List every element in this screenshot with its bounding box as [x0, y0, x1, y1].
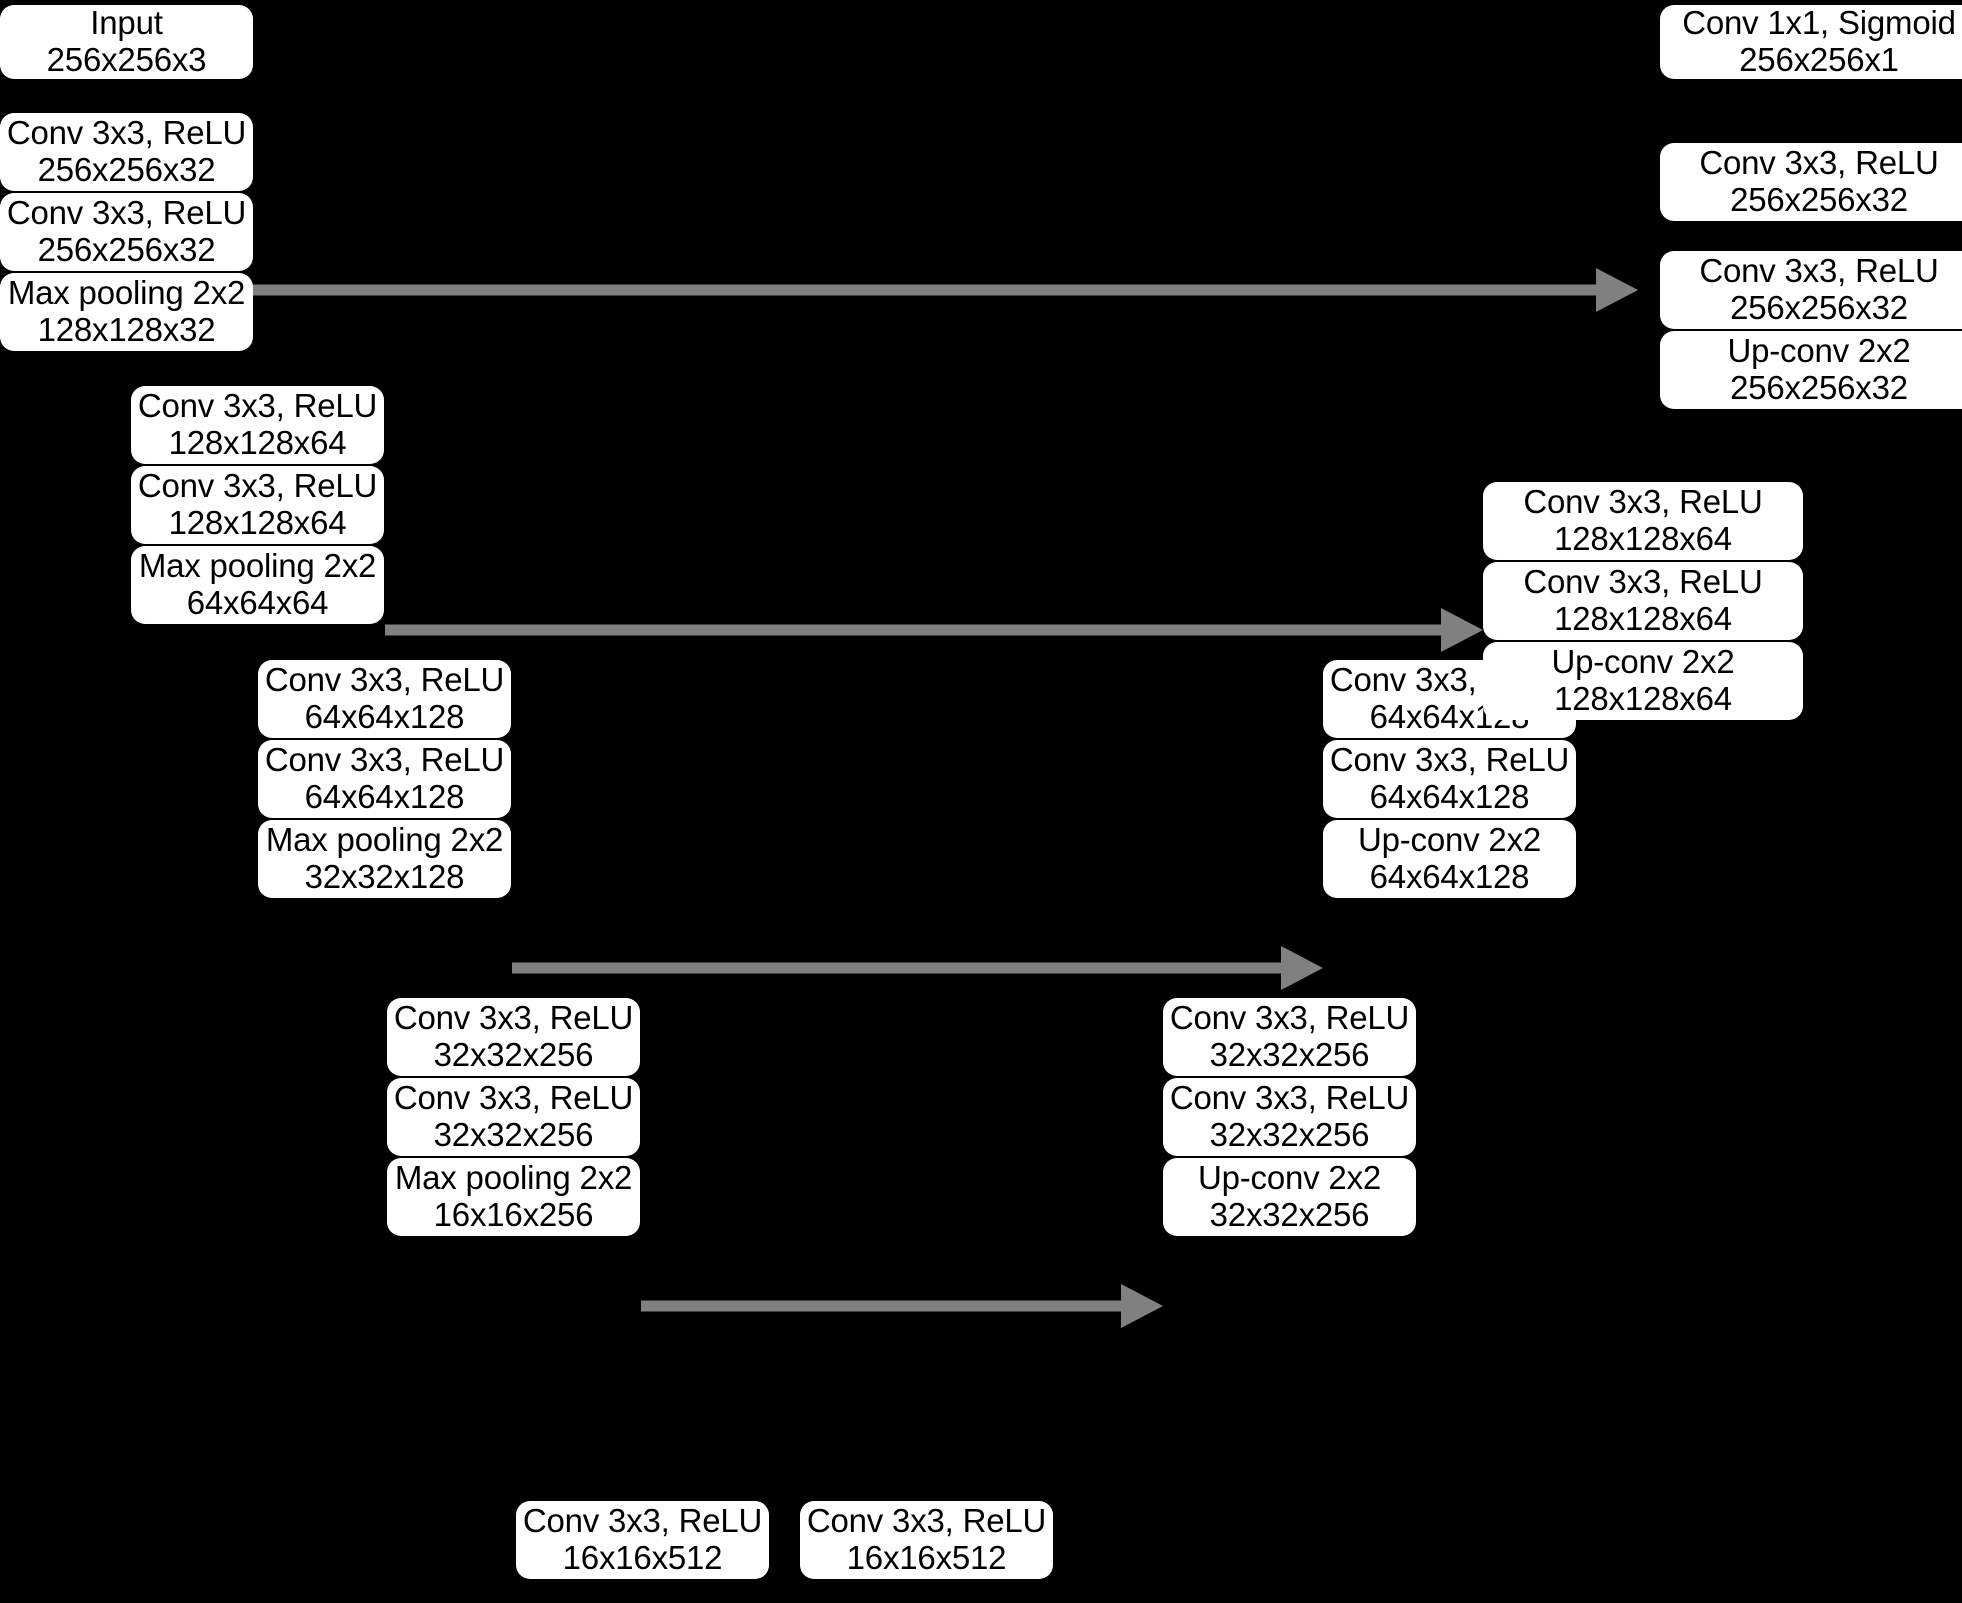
arrow-head [1596, 268, 1638, 312]
node-enc3-conv1[interactable]: Conv 3x3, ReLU 64x64x128 [258, 660, 511, 738]
node-shape-label: 64x64x128 [1369, 858, 1530, 895]
node-op-label: Conv 3x3, ReLU [1169, 1079, 1410, 1117]
node-shape-label: 32x32x128 [304, 858, 465, 895]
node-enc2-conv1[interactable]: Conv 3x3, ReLU 128x128x64 [131, 386, 384, 464]
arrow-head [1281, 946, 1323, 990]
node-shape-label: 64x64x64 [186, 584, 329, 621]
node-op-label: Up-conv 2x2 [1551, 643, 1735, 681]
node-enc3-conv2[interactable]: Conv 3x3, ReLU 64x64x128 [258, 740, 511, 818]
node-shape-label: 128x128x64 [1554, 600, 1732, 637]
node-dec2-conv2[interactable]: Conv 3x3, ReLU 128x128x64 [1483, 562, 1803, 640]
arrow-head [1441, 608, 1483, 652]
node-shape-label: 128x128x64 [168, 424, 347, 461]
arrow-shaft [641, 1300, 1123, 1312]
node-enc2-maxpool[interactable]: Max pooling 2x2 64x64x64 [131, 546, 384, 624]
node-op-label: Max pooling 2x2 [265, 821, 504, 859]
node-enc3-maxpool[interactable]: Max pooling 2x2 32x32x128 [258, 820, 511, 898]
node-dec1-conv2[interactable]: Conv 3x3, ReLU 256x256x32 [1660, 251, 1962, 329]
node-shape-label: 64x64x128 [1369, 778, 1530, 815]
node-shape-label: 16x16x256 [433, 1196, 594, 1233]
node-op-label: Conv 3x3, ReLU [264, 741, 505, 779]
node-dec4-conv1[interactable]: Conv 3x3, ReLU 32x32x256 [1163, 998, 1416, 1076]
node-op-label: Input [90, 4, 163, 42]
node-op-label: Conv 3x3, ReLU [393, 999, 634, 1037]
node-op-label: Max pooling 2x2 [138, 547, 377, 585]
node-enc1-conv2[interactable]: Conv 3x3, ReLU 256x256x32 [0, 193, 253, 271]
node-shape-label: 256x256x32 [37, 151, 216, 188]
arrow-head [1121, 1284, 1163, 1328]
node-op-label: Conv 3x3, ReLU [1523, 563, 1763, 601]
node-op-label: Conv 3x3, ReLU [264, 661, 505, 699]
arrow-shaft [512, 962, 1283, 974]
node-shape-label: 32x32x256 [1209, 1196, 1370, 1233]
node-op-label: Conv 3x3, ReLU [6, 194, 247, 232]
node-shape-label: 32x32x256 [433, 1036, 594, 1073]
node-dec1-upconv[interactable]: Up-conv 2x2 256x256x32 [1660, 331, 1962, 409]
node-op-label: Conv 3x3, ReLU [1699, 144, 1939, 182]
node-shape-label: 256x256x32 [37, 231, 216, 268]
node-op-label: Conv 3x3, ReLU [1169, 999, 1410, 1037]
node-op-label: Conv 3x3, ReLU [522, 1502, 763, 1540]
node-shape-label: 16x16x512 [562, 1539, 723, 1576]
arrow-shaft [385, 624, 1443, 636]
node-op-label: Conv 3x3, ReLU [393, 1079, 634, 1117]
node-shape-label: 64x64x128 [304, 778, 465, 815]
node-enc2-conv2[interactable]: Conv 3x3, ReLU 128x128x64 [131, 466, 384, 544]
node-op-label: Conv 3x3, ReLU [1329, 741, 1570, 779]
node-op-label: Max pooling 2x2 [394, 1159, 633, 1197]
arrow-shaft [253, 284, 1598, 296]
node-bottleneck-conv1[interactable]: Conv 3x3, ReLU 16x16x512 [516, 1501, 769, 1579]
node-dec1-output-conv[interactable]: Conv 1x1, Sigmoid 256x256x1 [1660, 4, 1962, 79]
node-dec2-upconv[interactable]: Up-conv 2x2 128x128x64 [1483, 642, 1803, 720]
node-op-label: Conv 3x3, ReLU [806, 1502, 1047, 1540]
node-shape-label: 64x64x128 [304, 698, 465, 735]
node-shape-label: 128x128x64 [1554, 680, 1732, 717]
node-shape-label: 256x256x32 [1730, 369, 1908, 406]
node-bottleneck-conv2[interactable]: Conv 3x3, ReLU 16x16x512 [800, 1501, 1053, 1579]
node-shape-label: 256x256x32 [1730, 181, 1908, 218]
node-shape-label: 128x128x64 [168, 504, 347, 541]
node-op-label: Up-conv 2x2 [1357, 821, 1542, 859]
node-dec4-upconv[interactable]: Up-conv 2x2 32x32x256 [1163, 1158, 1416, 1236]
node-shape-label: 16x16x512 [846, 1539, 1007, 1576]
node-dec3-upconv[interactable]: Up-conv 2x2 64x64x128 [1323, 820, 1576, 898]
node-op-label: Conv 3x3, ReLU [1699, 252, 1939, 290]
node-enc4-conv2[interactable]: Conv 3x3, ReLU 32x32x256 [387, 1078, 640, 1156]
node-shape-label: 256x256x32 [1730, 289, 1908, 326]
node-op-label: Conv 3x3, ReLU [6, 114, 247, 152]
node-op-label: Conv 3x3, ReLU [1523, 483, 1763, 521]
node-enc1-conv1[interactable]: Conv 3x3, ReLU 256x256x32 [0, 113, 253, 191]
node-op-label: Conv 3x3, ReLU [137, 387, 378, 425]
node-input[interactable]: Input 256x256x3 [0, 4, 253, 79]
node-shape-label: 32x32x256 [1209, 1036, 1370, 1073]
node-dec2-conv1[interactable]: Conv 3x3, ReLU 128x128x64 [1483, 482, 1803, 560]
node-shape-label: 128x128x32 [37, 311, 216, 348]
node-shape-label: 256x256x1 [1739, 41, 1899, 78]
node-dec4-conv2[interactable]: Conv 3x3, ReLU 32x32x256 [1163, 1078, 1416, 1156]
node-dec1-conv1[interactable]: Conv 3x3, ReLU 256x256x32 [1660, 143, 1962, 221]
node-op-label: Up-conv 2x2 [1197, 1159, 1382, 1197]
node-shape-label: 32x32x256 [1209, 1116, 1370, 1153]
node-shape-label: 32x32x256 [433, 1116, 594, 1153]
node-enc4-conv1[interactable]: Conv 3x3, ReLU 32x32x256 [387, 998, 640, 1076]
node-op-label: Conv 1x1, Sigmoid [1682, 4, 1956, 42]
node-shape-label: 256x256x3 [46, 41, 207, 78]
node-enc4-maxpool[interactable]: Max pooling 2x2 16x16x256 [387, 1158, 640, 1236]
node-op-label: Up-conv 2x2 [1727, 332, 1911, 370]
node-op-label: Conv 3x3, ReLU [137, 467, 378, 505]
node-enc1-maxpool[interactable]: Max pooling 2x2 128x128x32 [0, 273, 253, 351]
node-shape-label: 128x128x64 [1554, 520, 1732, 557]
node-dec3-conv2[interactable]: Conv 3x3, ReLU 64x64x128 [1323, 740, 1576, 818]
node-op-label: Max pooling 2x2 [7, 274, 246, 312]
